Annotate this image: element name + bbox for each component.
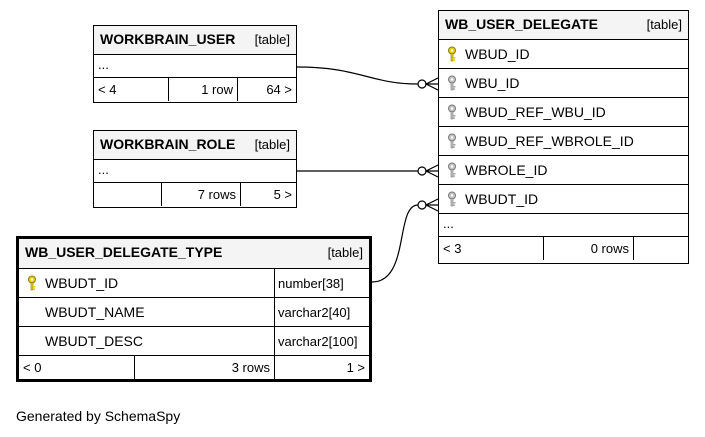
row-count: 0 rows <box>544 237 634 260</box>
column-name: WBU_ID <box>465 75 520 91</box>
column-row[interactable]: WBU_ID <box>439 69 688 98</box>
table-workbrain-role[interactable]: WORKBRAIN_ROLE [table] ... 7 rows 5 > <box>93 130 297 208</box>
column-row[interactable]: WBUD_REF_WBU_ID <box>439 98 688 127</box>
table-workbrain-user[interactable]: WORKBRAIN_USER [table] ... < 4 1 row 64 … <box>93 25 297 103</box>
column-name: WBROLE_ID <box>465 162 548 178</box>
table-name: WB_USER_DELEGATE_TYPE <box>25 244 223 260</box>
column-row[interactable]: WBUDT_ID number[38] <box>19 269 369 298</box>
ellipsis-row: ... <box>94 160 296 183</box>
row-count: 1 row <box>169 78 238 101</box>
children-count[interactable]: 5 > <box>273 187 292 202</box>
parents-count[interactable]: < 3 <box>439 237 544 260</box>
column-name: WBUD_REF_WBROLE_ID <box>465 133 634 149</box>
column-row[interactable]: WBUDT_ID <box>439 185 688 214</box>
foreign-key-icon <box>448 133 456 149</box>
parents-count[interactable] <box>94 183 162 206</box>
table-kind: [table] <box>646 17 682 32</box>
primary-key-icon <box>448 46 456 62</box>
table-footer: 7 rows 5 > <box>94 183 296 206</box>
column-name: WBUDT_ID <box>465 191 539 207</box>
foreign-key-icon <box>448 75 456 91</box>
children-count[interactable]: 1 > <box>346 360 365 375</box>
ellipsis: ... <box>443 216 454 231</box>
table-header: WB_USER_DELEGATE [table] <box>439 11 688 40</box>
ellipsis: ... <box>98 57 109 72</box>
crowfoot-marker <box>424 198 439 212</box>
ellipsis-row: ... <box>94 55 296 78</box>
crowfoot-marker <box>424 164 439 178</box>
table-header: WORKBRAIN_ROLE [table] <box>94 131 296 160</box>
column-name: WBUD_ID <box>465 46 530 62</box>
table-name: WORKBRAIN_USER <box>100 31 236 47</box>
column-row[interactable]: WBROLE_ID <box>439 156 688 185</box>
table-wb-user-delegate[interactable]: WB_USER_DELEGATE [table] WBUD_ID WBU_ID <box>438 10 689 264</box>
column-row[interactable]: WBUD_ID <box>439 40 688 69</box>
relationship-line <box>371 204 419 283</box>
column-type: varchar2[100] <box>274 327 358 355</box>
parents-count[interactable]: < 4 <box>94 78 169 101</box>
column-row[interactable]: WBUDT_NAME varchar2[40] <box>19 298 369 327</box>
foreign-key-icon <box>448 162 456 178</box>
table-header: WB_USER_DELEGATE_TYPE [table] <box>19 239 369 269</box>
column-name: WBUDT_NAME <box>45 304 145 320</box>
crowfoot-marker <box>424 77 439 91</box>
table-wb-user-delegate-type[interactable]: WB_USER_DELEGATE_TYPE [table] WBUDT_ID n… <box>16 236 372 382</box>
table-kind: [table] <box>327 245 363 260</box>
table-header: WORKBRAIN_USER [table] <box>94 26 296 55</box>
table-kind: [table] <box>254 32 290 47</box>
relationship-line <box>296 66 419 85</box>
children-count[interactable]: 64 > <box>266 82 292 97</box>
table-name: WORKBRAIN_ROLE <box>100 136 236 152</box>
row-count: 7 rows <box>162 183 241 206</box>
generated-by-caption: Generated by SchemaSpy <box>16 408 181 424</box>
primary-key-icon <box>28 275 36 291</box>
foreign-key-icon <box>448 104 456 120</box>
column-name: WBUD_REF_WBU_ID <box>465 104 606 120</box>
column-row[interactable]: WBUDT_DESC varchar2[100] <box>19 327 369 356</box>
foreign-key-icon <box>448 191 456 207</box>
ellipsis: ... <box>98 162 109 177</box>
column-name: WBUDT_DESC <box>45 333 144 349</box>
column-type: number[38] <box>274 269 344 297</box>
column-type: varchar2[40] <box>274 298 350 326</box>
parents-count[interactable]: < 0 <box>19 356 135 379</box>
table-name: WB_USER_DELEGATE <box>445 16 598 32</box>
table-footer: < 4 1 row 64 > <box>94 78 296 101</box>
column-name: WBUDT_ID <box>45 275 119 291</box>
table-kind: [table] <box>254 137 290 152</box>
table-footer: < 3 0 rows <box>439 237 688 260</box>
table-footer: < 0 3 rows 1 > <box>19 356 369 379</box>
ellipsis-row: ... <box>439 214 688 237</box>
row-count: 3 rows <box>135 356 275 379</box>
column-row[interactable]: WBUD_REF_WBROLE_ID <box>439 127 688 156</box>
